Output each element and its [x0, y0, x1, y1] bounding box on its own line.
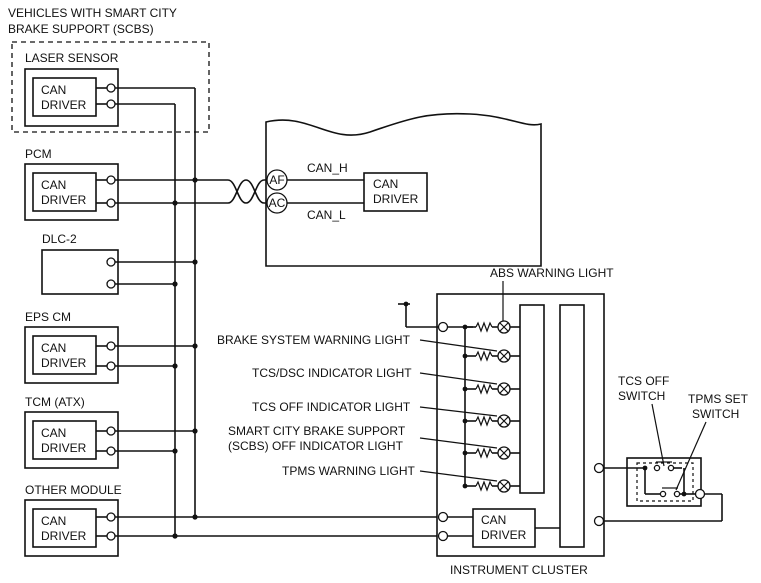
tpms-warning-light-label: TPMS WARNING LIGHT — [282, 464, 416, 478]
scbs-off-indicator-light-label-line2: (SCBS) OFF INDICATOR LIGHT — [228, 439, 404, 453]
can-l-label: CAN_L — [307, 208, 346, 222]
can-h-label: CAN_H — [307, 161, 348, 175]
af-terminal-label: AF — [269, 173, 284, 187]
laser-sensor-can-driver — [32, 77, 97, 117]
can-bus-wiring — [96, 87, 437, 537]
pcm-driver-line2: DRIVER — [41, 193, 87, 207]
light-row-brake — [465, 349, 520, 363]
light-row-tcs-off — [465, 414, 520, 428]
tcs-off-switch-label-line2: SWITCH — [618, 389, 665, 403]
body-control-unit — [265, 112, 542, 267]
unit-driver-line1: CAN — [373, 177, 398, 191]
cluster-can-l-port — [437, 530, 449, 542]
tpms-set-switch-label-line2: SWITCH — [692, 407, 739, 421]
unit-driver-line2: DRIVER — [373, 192, 419, 206]
cluster-driver-line1: CAN — [481, 513, 506, 527]
cluster-driver-line2: DRIVER — [481, 528, 527, 542]
tcs-off-switch-label-line1: TCS OFF — [618, 374, 669, 388]
other-module-driver-line2: DRIVER — [41, 529, 87, 543]
scbs-title-line1: VEHICLES WITH SMART CITY — [8, 6, 177, 20]
light-row-tpms — [465, 479, 520, 493]
tcm-title: TCM (ATX) — [25, 395, 85, 409]
cluster-control-block-1 — [519, 304, 545, 494]
eps-cm-title: EPS CM — [25, 310, 71, 324]
eps-cm-driver-line2: DRIVER — [41, 356, 87, 370]
switch-wiring — [593, 403, 723, 527]
eps-cm-driver-line1: CAN — [41, 341, 66, 355]
module-ports — [106, 83, 116, 541]
light-row-abs — [465, 320, 520, 334]
instrument-cluster-label: INSTRUMENT CLUSTER — [450, 563, 588, 577]
other-module-driver-line1: CAN — [41, 514, 66, 528]
junction-dots — [172, 177, 198, 539]
eps-cm-can-driver — [32, 335, 97, 375]
tcm-driver-line1: CAN — [41, 426, 66, 440]
unit-can-driver — [363, 172, 428, 212]
other-module-can-driver — [32, 508, 97, 548]
dlc2-title: DLC-2 — [42, 232, 77, 246]
tcs-dsc-indicator-light-label: TCS/DSC INDICATOR LIGHT — [252, 366, 412, 380]
brake-system-warning-light-label: BRAKE SYSTEM WARNING LIGHT — [217, 333, 411, 347]
pcm-driver-line1: CAN — [41, 178, 66, 192]
tpms-set-switch-label-line1: TPMS SET — [688, 392, 749, 406]
cluster-can-h-port — [437, 511, 449, 523]
tcs-off-indicator-light-label: TCS OFF INDICATOR LIGHT — [252, 400, 411, 414]
pcm-title: PCM — [25, 147, 52, 161]
light-row-scbs-off — [465, 446, 520, 460]
tcm-can-driver — [32, 420, 97, 460]
ac-terminal-label: AC — [269, 196, 286, 210]
cluster-control-block-2 — [559, 304, 585, 548]
light-row-tcs-dsc — [465, 382, 520, 396]
laser-sensor-driver-line1: CAN — [41, 83, 66, 97]
other-module-title: OTHER MODULE — [25, 483, 122, 497]
laser-sensor-driver-line2: DRIVER — [41, 98, 87, 112]
pcm-can-driver — [32, 172, 97, 212]
tcm-driver-line2: DRIVER — [41, 441, 87, 455]
scbs-off-indicator-light-label-line1: SMART CITY BRAKE SUPPORT — [228, 424, 406, 438]
laser-sensor-title: LASER SENSOR — [25, 51, 119, 65]
switch-assembly-inner — [636, 462, 694, 502]
scbs-title-line2: BRAKE SUPPORT (SCBS) — [8, 22, 154, 36]
abs-warning-light-label: ABS WARNING LIGHT — [490, 266, 614, 280]
dlc2-connector — [41, 249, 119, 295]
